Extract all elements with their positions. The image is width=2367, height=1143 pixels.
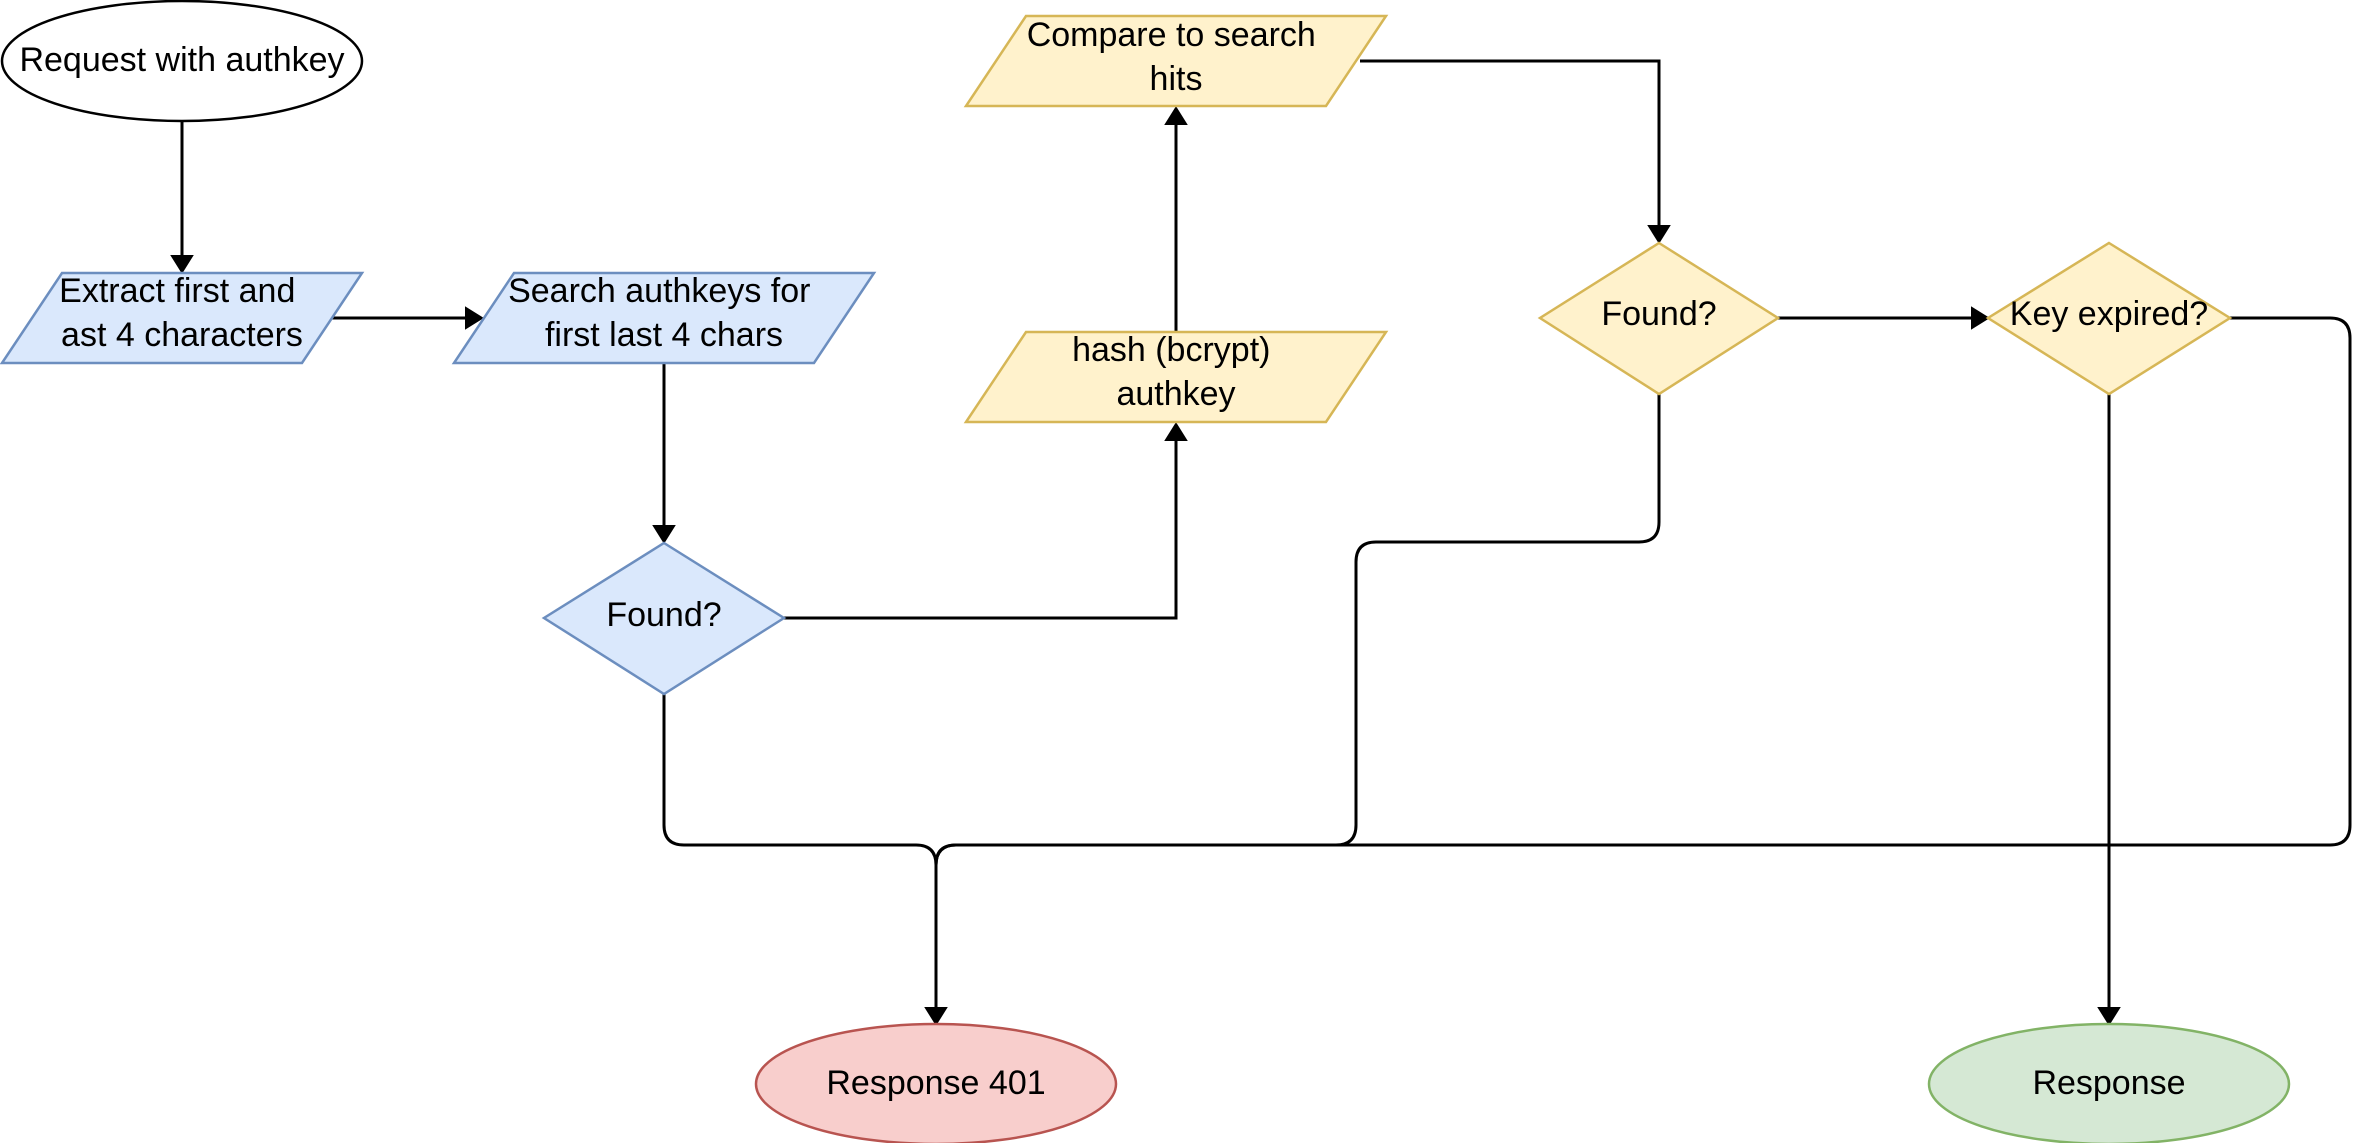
node-label-line: Compare to search [1027,16,1316,54]
node-label-line: Response [2032,1064,2185,1102]
node-shape [0,271,365,365]
svg-text:hash (bcrypt) authkey: hash (bcrypt) authkey [1072,331,1280,413]
edge-compare-to-found2 [1360,59,1671,244]
edge-request-to-extract [170,122,194,274]
node-label-line: Found? [606,596,721,634]
edge-expired-to-response [2097,394,2121,1026]
node-found-decision-2: Found? [1537,241,1781,396]
svg-text:Found?: Found? [1601,295,1716,333]
svg-text:Response 401: Response 401 [826,1064,1045,1102]
edge-search-to-found1 [652,363,676,544]
edge-found1-to-response-401 [662,694,948,1026]
node-label-line: Search authkeys for [508,272,810,310]
svg-text:Search authkeys for fi: Search authkeys for first last 4 chars [508,272,820,354]
svg-text:Request with authkey: Request with authkey [19,41,344,79]
node-shape [963,330,1389,424]
node-compare-search-hits: Compare to search hits [963,14,1389,108]
node-response-401: Response 401 [754,1022,1118,1143]
node-shape [1927,1022,2291,1143]
nodes: Request with authkey Extract first and a… [0,0,2291,1143]
svg-text:Found?: Found? [606,596,721,634]
node-extract-characters: Extract first and ast 4 characters [0,271,365,365]
node-label-line: Found? [1601,295,1716,333]
edge-hash-to-compare [1164,106,1188,332]
node-shape [451,271,877,365]
node-search-authkeys: Search authkeys for first last 4 chars [451,271,877,365]
node-hash-authkey: hash (bcrypt) authkey [963,330,1389,424]
node-shape [754,1022,1118,1143]
edge-expired-to-response-401 [934,316,2352,866]
node-label-line: authkey [1116,375,1235,413]
node-label-line: Response 401 [826,1064,1045,1102]
edge-extract-to-search [332,306,484,330]
node-response: Response [1927,1022,2291,1143]
node-shape [541,541,787,696]
node-label-line: Request with authkey [19,41,344,79]
node-label-line: hits [1150,60,1203,98]
edge-found2-to-response-401 [934,394,1661,866]
svg-text:Extract first and ast: Extract first and ast 4 characters [59,272,305,354]
node-request-with-authkey: Request with authkey [0,0,364,123]
node-label-line: ast 4 characters [61,316,303,354]
node-shape [963,14,1389,108]
node-shape [0,0,364,123]
svg-text:Compare to search hits: Compare to search hits [1027,16,1326,98]
edges [170,59,2352,1026]
svg-text:Response: Response [2032,1064,2185,1102]
node-label-line: first last 4 chars [545,316,783,354]
edge-found2-to-expired [1778,306,1990,330]
node-shape [1537,241,1781,396]
node-label-line: Extract first and [59,272,295,310]
node-key-expired-decision: Key expired? [1985,241,2233,396]
node-label-line: hash (bcrypt) [1072,331,1270,369]
node-shape [1985,241,2233,396]
svg-text:Key expired?: Key expired? [2010,295,2208,333]
edge-found1-to-hash [784,422,1188,620]
node-found-decision-1: Found? [541,541,787,696]
node-label-line: Key expired? [2010,295,2208,333]
